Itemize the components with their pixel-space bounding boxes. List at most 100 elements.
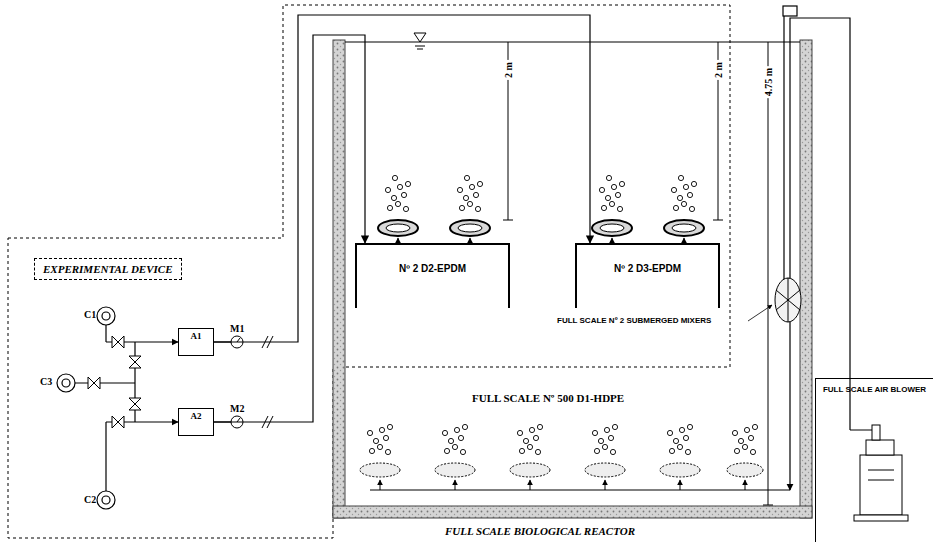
meter-label: M1 <box>230 323 244 334</box>
air-bubble <box>738 438 743 443</box>
air-bubble <box>594 448 599 453</box>
component-label: C1 <box>84 309 96 320</box>
node-text: EXPERIMENTAL DEVICE <box>43 263 173 275</box>
air-bubble <box>750 449 755 454</box>
air-bubble <box>469 184 474 189</box>
blower-piping <box>783 6 850 490</box>
air-bubble <box>612 424 617 429</box>
air-bubble <box>673 438 678 443</box>
air-bubble <box>367 430 372 435</box>
air-bubble <box>691 181 696 186</box>
experimental-region <box>8 5 730 538</box>
water-level-symbol <box>414 33 426 49</box>
air-bubble <box>748 435 753 440</box>
air-bubble <box>602 444 607 449</box>
air-bubble <box>608 435 613 440</box>
device-title-box: EXPERIMENTAL DEVICE <box>34 258 182 280</box>
component-label: C2 <box>84 494 96 505</box>
air-bubble <box>387 424 392 429</box>
air-bubble <box>463 195 468 200</box>
air-bubble <box>442 430 447 435</box>
air-bubble <box>605 195 610 200</box>
air-bubble <box>377 444 382 449</box>
air-bubble <box>448 438 453 443</box>
air-bubble <box>689 206 694 211</box>
air-bubble <box>462 424 467 429</box>
air-blower-machine <box>850 425 908 521</box>
diffuser-manifold: Nº 2 D2-EPDM <box>355 243 510 308</box>
dimension-label: 4.75 m <box>763 66 774 98</box>
air-bubble <box>619 181 624 186</box>
air-bubble <box>460 449 465 454</box>
air-bubble <box>467 201 472 206</box>
dimension-label: 2 m <box>713 60 724 80</box>
air-bubble <box>464 175 469 180</box>
component-label: C3 <box>40 376 52 387</box>
air-bubble <box>667 430 672 435</box>
air-bubble <box>475 206 480 211</box>
reactor-walls <box>333 40 812 518</box>
air-supply-line <box>214 15 590 342</box>
air-bubble <box>752 424 757 429</box>
air-bubble <box>592 430 597 435</box>
water-level <box>345 41 800 42</box>
mixer-leader <box>748 305 772 321</box>
air-bubble <box>379 427 384 432</box>
air-bubble <box>683 184 688 189</box>
air-bubble <box>473 192 478 197</box>
air-bubble <box>373 438 378 443</box>
air-flow-unit: A2 <box>178 408 214 436</box>
valves <box>88 336 141 428</box>
air-bubble <box>732 430 737 435</box>
air-bubble <box>385 187 390 192</box>
air-bubble <box>529 427 534 432</box>
air-bubble <box>744 427 749 432</box>
dimension-label: 2 m <box>503 60 514 80</box>
air-bubble <box>458 435 463 440</box>
air-bubble <box>392 175 397 180</box>
air-bubble <box>391 195 396 200</box>
node-text: FULL SCALE AIR BLOWER <box>823 385 926 394</box>
air-bubble <box>677 195 682 200</box>
air-bubble <box>601 205 606 210</box>
node-text: Nº 2 D3-EPDM <box>614 263 681 274</box>
air-bubble <box>677 444 682 449</box>
air-bubble <box>387 205 392 210</box>
experimental-piping <box>57 307 231 509</box>
air-bubble <box>385 449 390 454</box>
air-bubble <box>742 444 747 449</box>
flow-meters <box>231 336 243 428</box>
air-bubble <box>401 192 406 197</box>
air-bubble <box>405 181 410 186</box>
air-bubble <box>397 184 402 189</box>
air-bubble <box>671 187 676 192</box>
air-bubble <box>535 449 540 454</box>
air-bubble <box>673 205 678 210</box>
air-bubble <box>477 181 482 186</box>
air-bubble <box>615 192 620 197</box>
air-bubble <box>369 448 374 453</box>
air-bubble <box>395 201 400 206</box>
air-bubble <box>457 187 462 192</box>
dimension-lines <box>503 42 773 505</box>
air-bubble <box>669 448 674 453</box>
air-bubble <box>523 438 528 443</box>
pipe-break-marks <box>262 336 273 428</box>
node-text: A1 <box>191 331 202 341</box>
air-bubble <box>606 175 611 180</box>
diffuser-manifold: Nº 2 D3-EPDM <box>575 243 720 308</box>
hdpe-diffusers <box>360 463 790 490</box>
air-flow-unit: A1 <box>178 328 214 356</box>
air-bubble <box>679 427 684 432</box>
air-bubble <box>687 424 692 429</box>
reactor-caption: FULL SCALE BIOLOGICAL REACTOR <box>445 525 635 537</box>
submerged-mixer <box>775 278 801 322</box>
air-blower-panel: FULL SCALE AIR BLOWER <box>815 378 933 542</box>
air-supply-line <box>214 35 365 422</box>
air-bubble <box>685 449 690 454</box>
air-bubble <box>611 184 616 189</box>
air-bubble <box>681 201 686 206</box>
air-bubble <box>459 205 464 210</box>
air-bubble <box>527 444 532 449</box>
air-bubble <box>609 201 614 206</box>
